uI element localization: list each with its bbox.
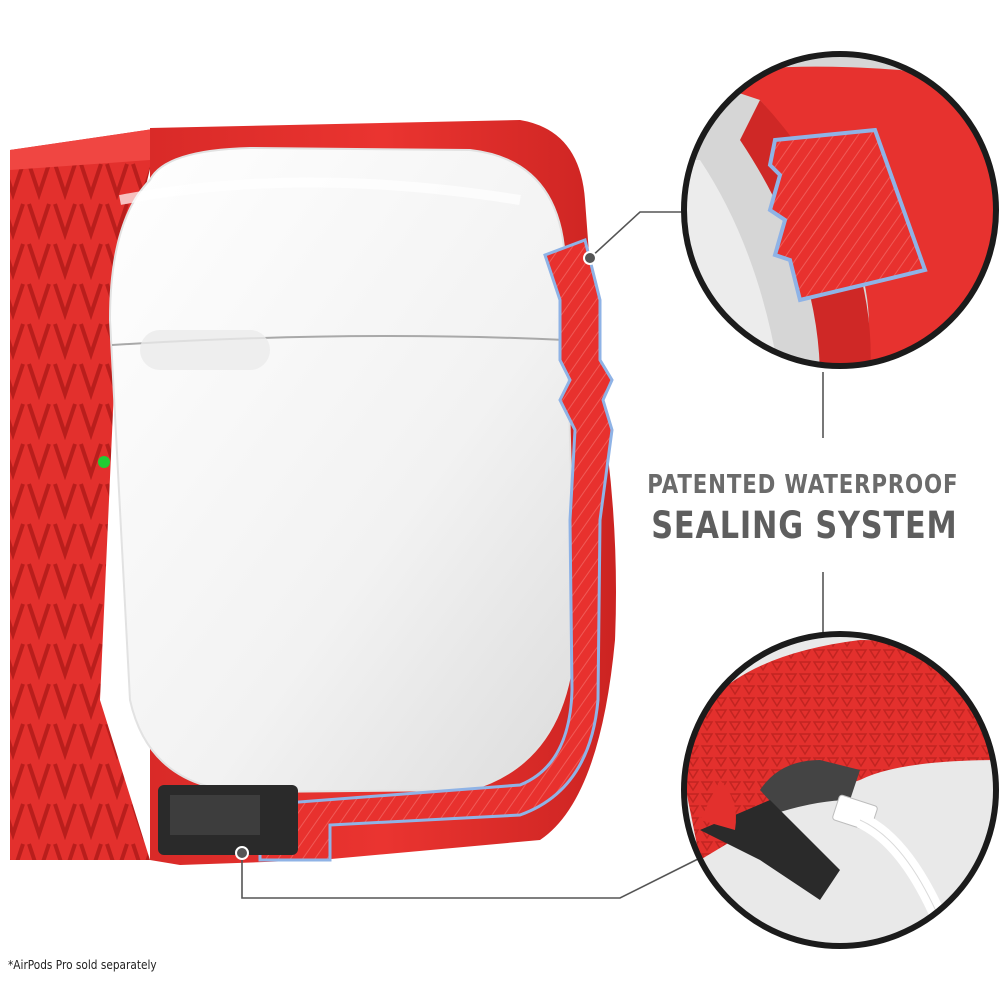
- zoom-circle-seal-detail: [681, 51, 999, 369]
- headline-line-2: SEALING SYSTEM: [651, 504, 958, 547]
- headline-line-1: PATENTED WATERPROOF: [646, 470, 958, 500]
- port-seal: [158, 785, 298, 855]
- zoom-circle-lightning-port: [681, 631, 999, 949]
- footnote: *AirPods Pro sold separately: [8, 958, 157, 972]
- airpods-pro-case: [108, 146, 577, 794]
- case-side-texture: [10, 128, 160, 860]
- status-led-icon: [98, 456, 110, 468]
- callout-lines: [241, 211, 824, 899]
- seal-cutaway: [258, 238, 614, 862]
